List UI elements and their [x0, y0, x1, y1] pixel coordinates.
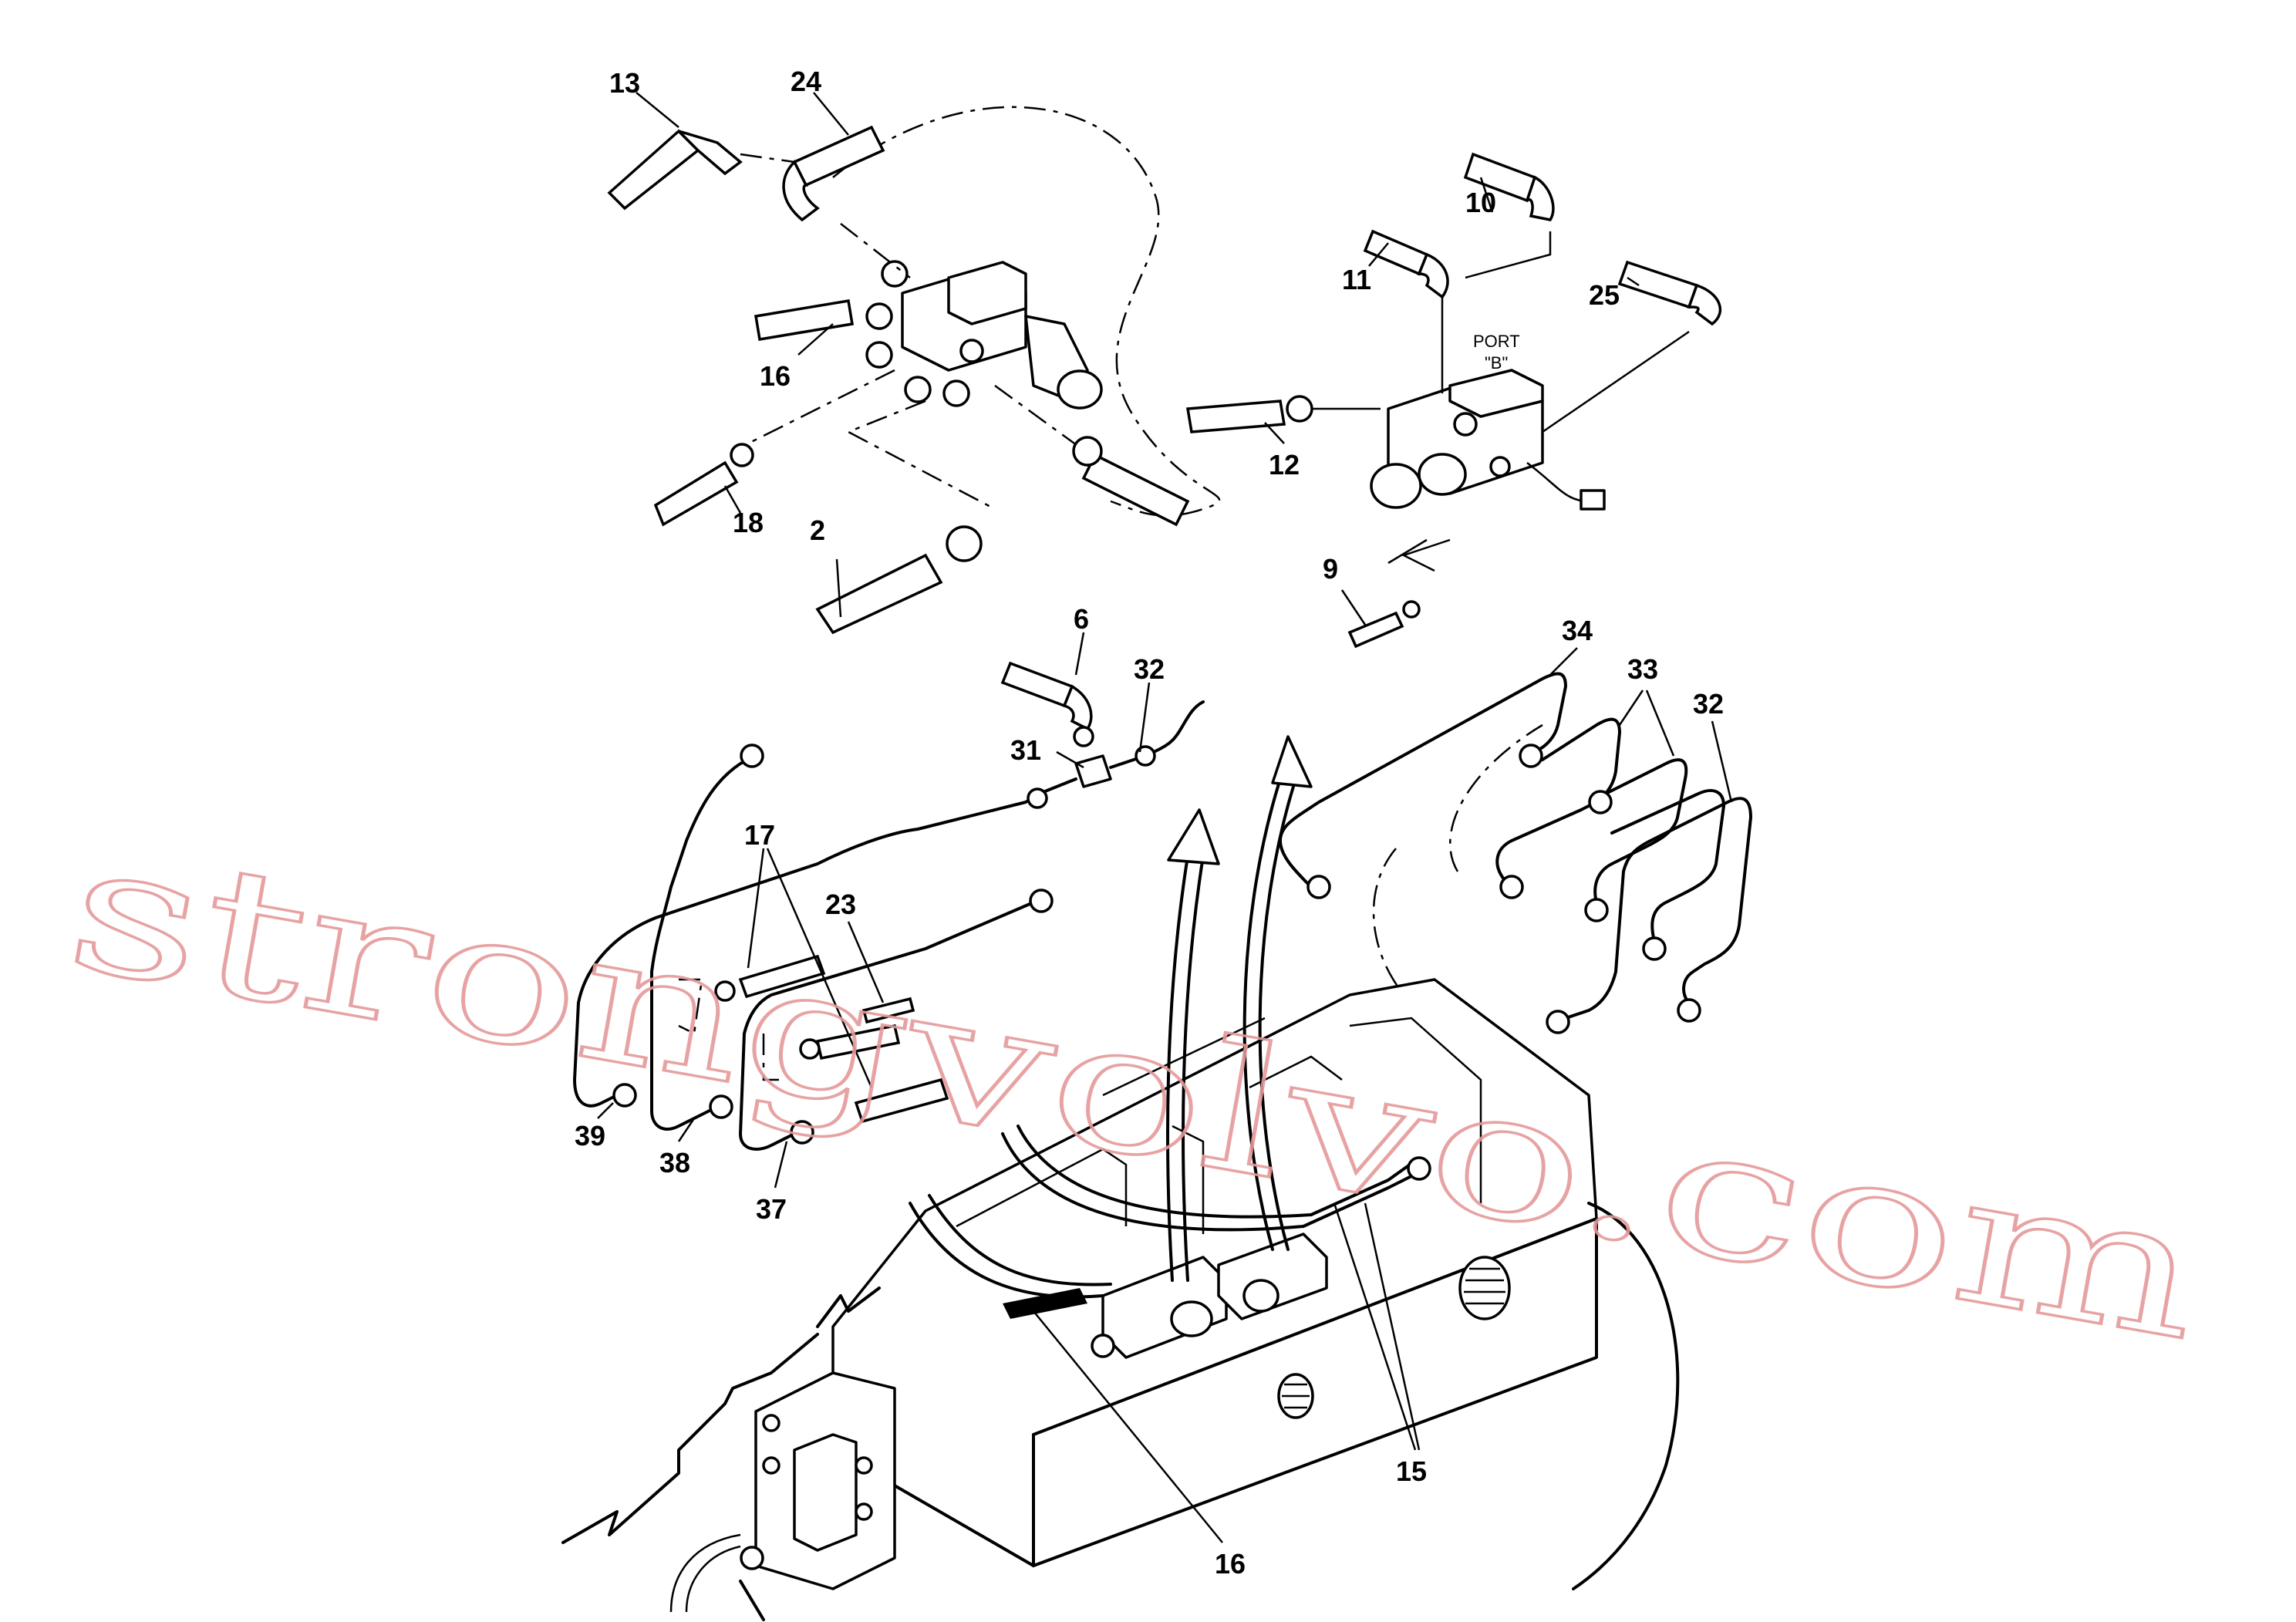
tube-38 [650, 754, 757, 1131]
hose-route-loop [832, 106, 1221, 517]
hose-16-upper [754, 298, 893, 342]
callout-10: 10 [1465, 187, 1496, 218]
callout-25: 25 [1589, 279, 1620, 311]
callout-13: 13 [609, 67, 640, 99]
callout-34: 34 [1562, 615, 1593, 646]
hose-2 [815, 525, 983, 635]
tube-39 [573, 777, 1077, 1108]
callout-12: 12 [1269, 449, 1300, 481]
port-label-line1: PORT [1473, 332, 1520, 351]
hose-11 [1363, 229, 1449, 299]
hose-24 [782, 125, 885, 222]
fitting-9 [1347, 600, 1421, 649]
callout-11: 11 [1342, 264, 1371, 295]
frame-assembly [561, 735, 1680, 1621]
callout-17: 17 [744, 819, 775, 851]
callout-24: 24 [791, 66, 821, 97]
middle-tubes [573, 661, 1205, 1151]
hose-10 [1463, 152, 1555, 221]
hose-25 [1617, 260, 1721, 326]
tube-32b [1610, 789, 1725, 943]
tube-34 [1279, 672, 1567, 889]
callout-2: 2 [810, 514, 825, 546]
callout-33: 33 [1627, 653, 1658, 685]
hose-13 [607, 129, 743, 211]
callout-31: 31 [1010, 734, 1041, 766]
hose-18 [653, 443, 754, 527]
callout-9: 9 [1323, 553, 1338, 585]
callout-32-right: 32 [1693, 688, 1724, 720]
callout-6: 6 [1074, 603, 1089, 635]
callout-18: 18 [733, 507, 764, 538]
hose-right-lower [1072, 436, 1190, 527]
tube-32c [1564, 797, 1752, 1020]
left-valve-assembly [740, 106, 1221, 517]
tube-37 [739, 901, 1035, 1151]
vent-grille-right [1458, 1256, 1511, 1320]
callout-37: 37 [756, 1193, 787, 1225]
vent-grille-center [1277, 1373, 1314, 1419]
callout-32-upper: 32 [1134, 653, 1165, 685]
callout-39: 39 [575, 1120, 605, 1152]
callout-15: 15 [1396, 1455, 1427, 1487]
right-tubes [1279, 672, 1752, 1034]
right-valve-assembly [1311, 231, 1690, 572]
lifting-bracket [740, 1371, 896, 1590]
callout-labels: 13 24 10 11 25 16 12 18 2 9 6 32 34 33 3… [575, 66, 1724, 1580]
callout-16-upper: 16 [760, 360, 791, 392]
leader-lines [597, 92, 1733, 1543]
hose-12 [1185, 395, 1313, 433]
callout-38: 38 [659, 1147, 690, 1179]
callout-23: 23 [825, 889, 856, 920]
callout-16-lower: 16 [1215, 1548, 1246, 1580]
port-label-line2: "B" [1485, 353, 1508, 373]
